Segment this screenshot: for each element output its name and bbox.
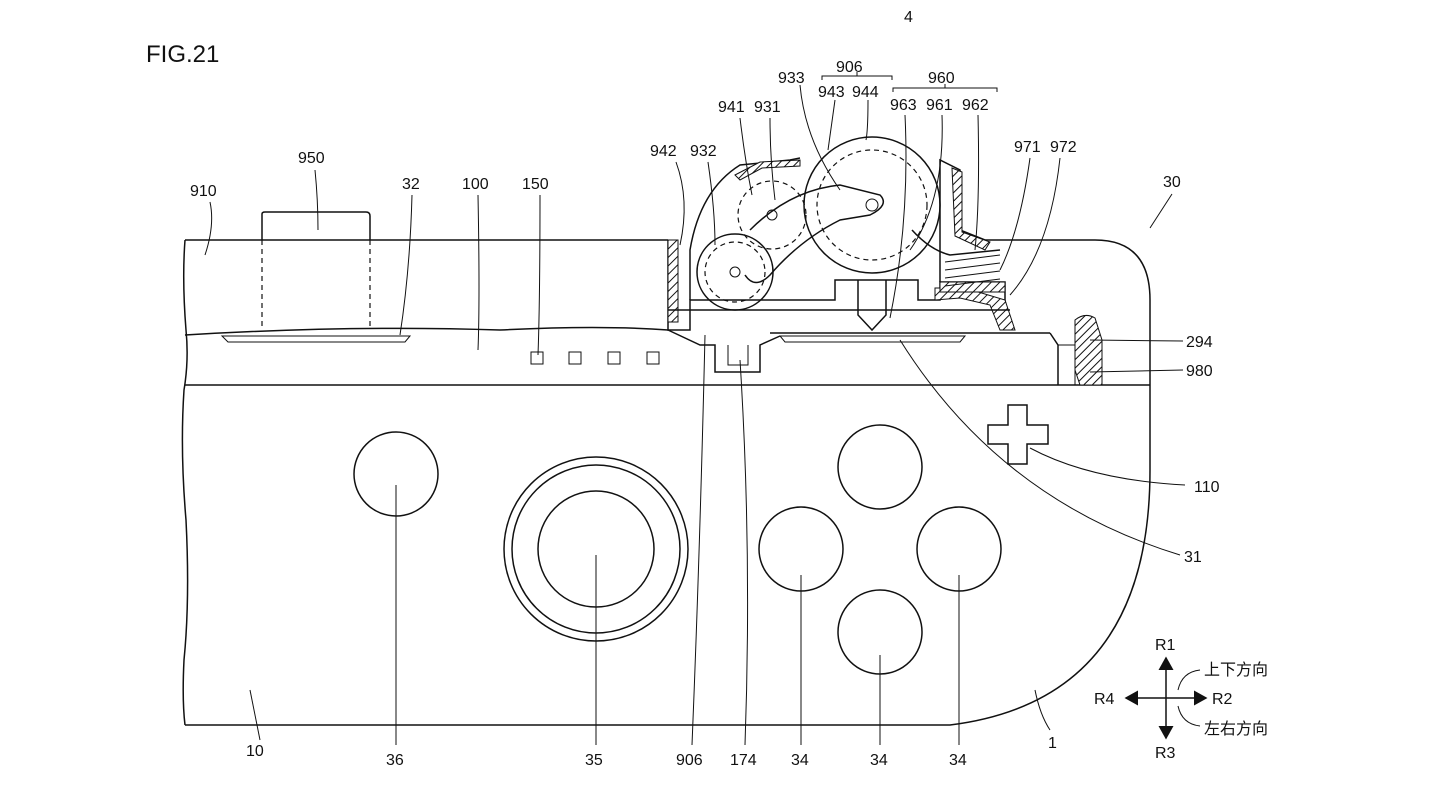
label-34-a: 34 bbox=[791, 752, 809, 769]
label-35: 35 bbox=[585, 752, 603, 769]
direction-r1: R1 bbox=[1155, 637, 1176, 654]
label-100: 100 bbox=[462, 176, 489, 193]
label-174: 174 bbox=[730, 752, 757, 769]
button-34-top bbox=[837, 424, 923, 510]
end-parts bbox=[1049, 314, 1103, 386]
label-34-b: 34 bbox=[870, 752, 888, 769]
label-933: 933 bbox=[778, 70, 805, 87]
controller-body bbox=[181, 239, 1151, 726]
label-963: 963 bbox=[890, 97, 917, 114]
direction-r3: R3 bbox=[1155, 745, 1176, 762]
label-34-c: 34 bbox=[949, 752, 967, 769]
label-980: 980 bbox=[1186, 363, 1213, 380]
label-906: 906 bbox=[676, 752, 703, 769]
label-971: 971 bbox=[1014, 139, 1041, 156]
label-950: 950 bbox=[298, 150, 325, 167]
dpad bbox=[987, 404, 1049, 465]
label-942: 942 bbox=[650, 143, 677, 160]
label-960: 960 bbox=[928, 70, 955, 87]
label-150: 150 bbox=[522, 176, 549, 193]
figure-title: FIG.21 bbox=[146, 41, 219, 68]
label-944: 944 bbox=[852, 84, 879, 101]
label-110: 110 bbox=[1194, 479, 1220, 496]
label-1: 1 bbox=[1048, 735, 1057, 752]
label-10: 10 bbox=[246, 743, 264, 760]
label-32: 32 bbox=[402, 176, 420, 193]
direction-legend: R1 R2 R3 R4 上下方向 左右方向 bbox=[1094, 637, 1268, 762]
label-961: 961 bbox=[926, 97, 953, 114]
lock-mechanism bbox=[667, 136, 1016, 373]
direction-vertical-label: 上下方向 bbox=[1204, 660, 1268, 679]
label-36: 36 bbox=[386, 752, 404, 769]
label-972: 972 bbox=[1050, 139, 1077, 156]
label-30: 30 bbox=[1163, 174, 1181, 191]
label-962: 962 bbox=[962, 97, 989, 114]
direction-r2: R2 bbox=[1212, 691, 1233, 708]
leader-lines bbox=[204, 72, 1186, 746]
label-931: 931 bbox=[754, 99, 781, 116]
label-910: 910 bbox=[190, 183, 217, 200]
label-31: 31 bbox=[1184, 549, 1202, 566]
part-950 bbox=[261, 211, 371, 330]
label-943: 943 bbox=[818, 84, 845, 101]
label-4: 4 bbox=[904, 9, 913, 26]
label-932: 932 bbox=[690, 143, 717, 160]
direction-r4: R4 bbox=[1094, 691, 1115, 708]
led-indicators bbox=[530, 351, 660, 365]
direction-horizontal-label: 左右方向 bbox=[1204, 719, 1268, 738]
label-906-top: 906 bbox=[836, 59, 863, 76]
label-294: 294 bbox=[1186, 334, 1213, 351]
label-941: 941 bbox=[718, 99, 745, 116]
